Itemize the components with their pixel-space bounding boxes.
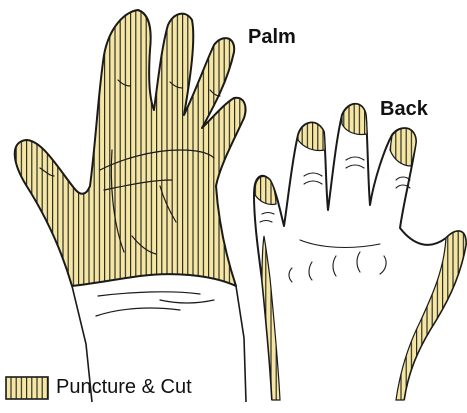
palm-hand [15, 10, 246, 402]
back-hand [254, 104, 466, 400]
palm-label: Palm [248, 26, 296, 49]
back-label: Back [380, 98, 428, 121]
palm-glove [15, 10, 246, 286]
palm-cuff-lines [96, 292, 214, 316]
legend-text: Puncture & Cut [56, 376, 192, 399]
legend-swatch [6, 377, 48, 399]
